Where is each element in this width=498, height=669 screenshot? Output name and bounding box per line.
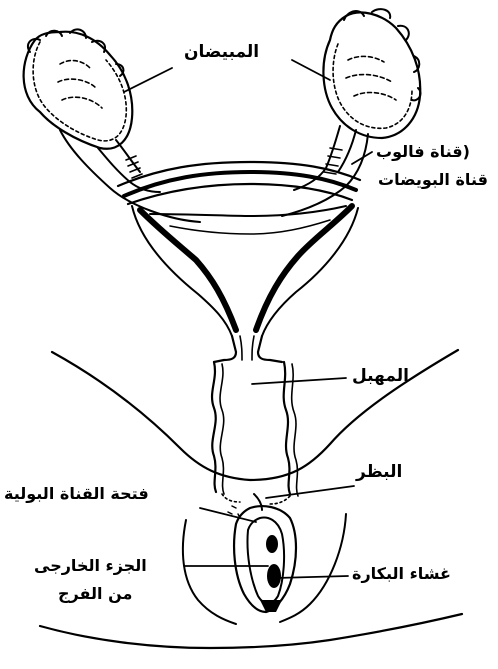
leader-vagina [252,378,346,384]
vulva [222,494,296,612]
label-ovaries: المبيضان [184,42,259,62]
label-oviduct: قناة البويضات [378,170,488,190]
label-external-genitalia-1: الجزء الخارجى [34,556,147,576]
right-ovary [323,9,420,138]
leader-hymen [276,576,348,578]
left-ovary [24,29,133,148]
label-hymen: غشاء البكارة [352,564,451,584]
leader-ovary-left [124,68,172,92]
label-clitoris: البظر [356,462,402,482]
leader-clitoris [266,486,354,498]
label-urethral-opening: فتحة القناة البولية [4,484,149,504]
leader-lines [124,60,372,578]
right-fallopian-tube [282,126,368,216]
cervix [214,336,282,362]
uterus [118,162,360,336]
label-fallopian-tube: (قناة فالوب [376,142,470,162]
label-external-genitalia-2: من الفرج [58,584,132,604]
label-vagina: المهبل [352,366,409,386]
left-fallopian-tube [60,130,200,222]
